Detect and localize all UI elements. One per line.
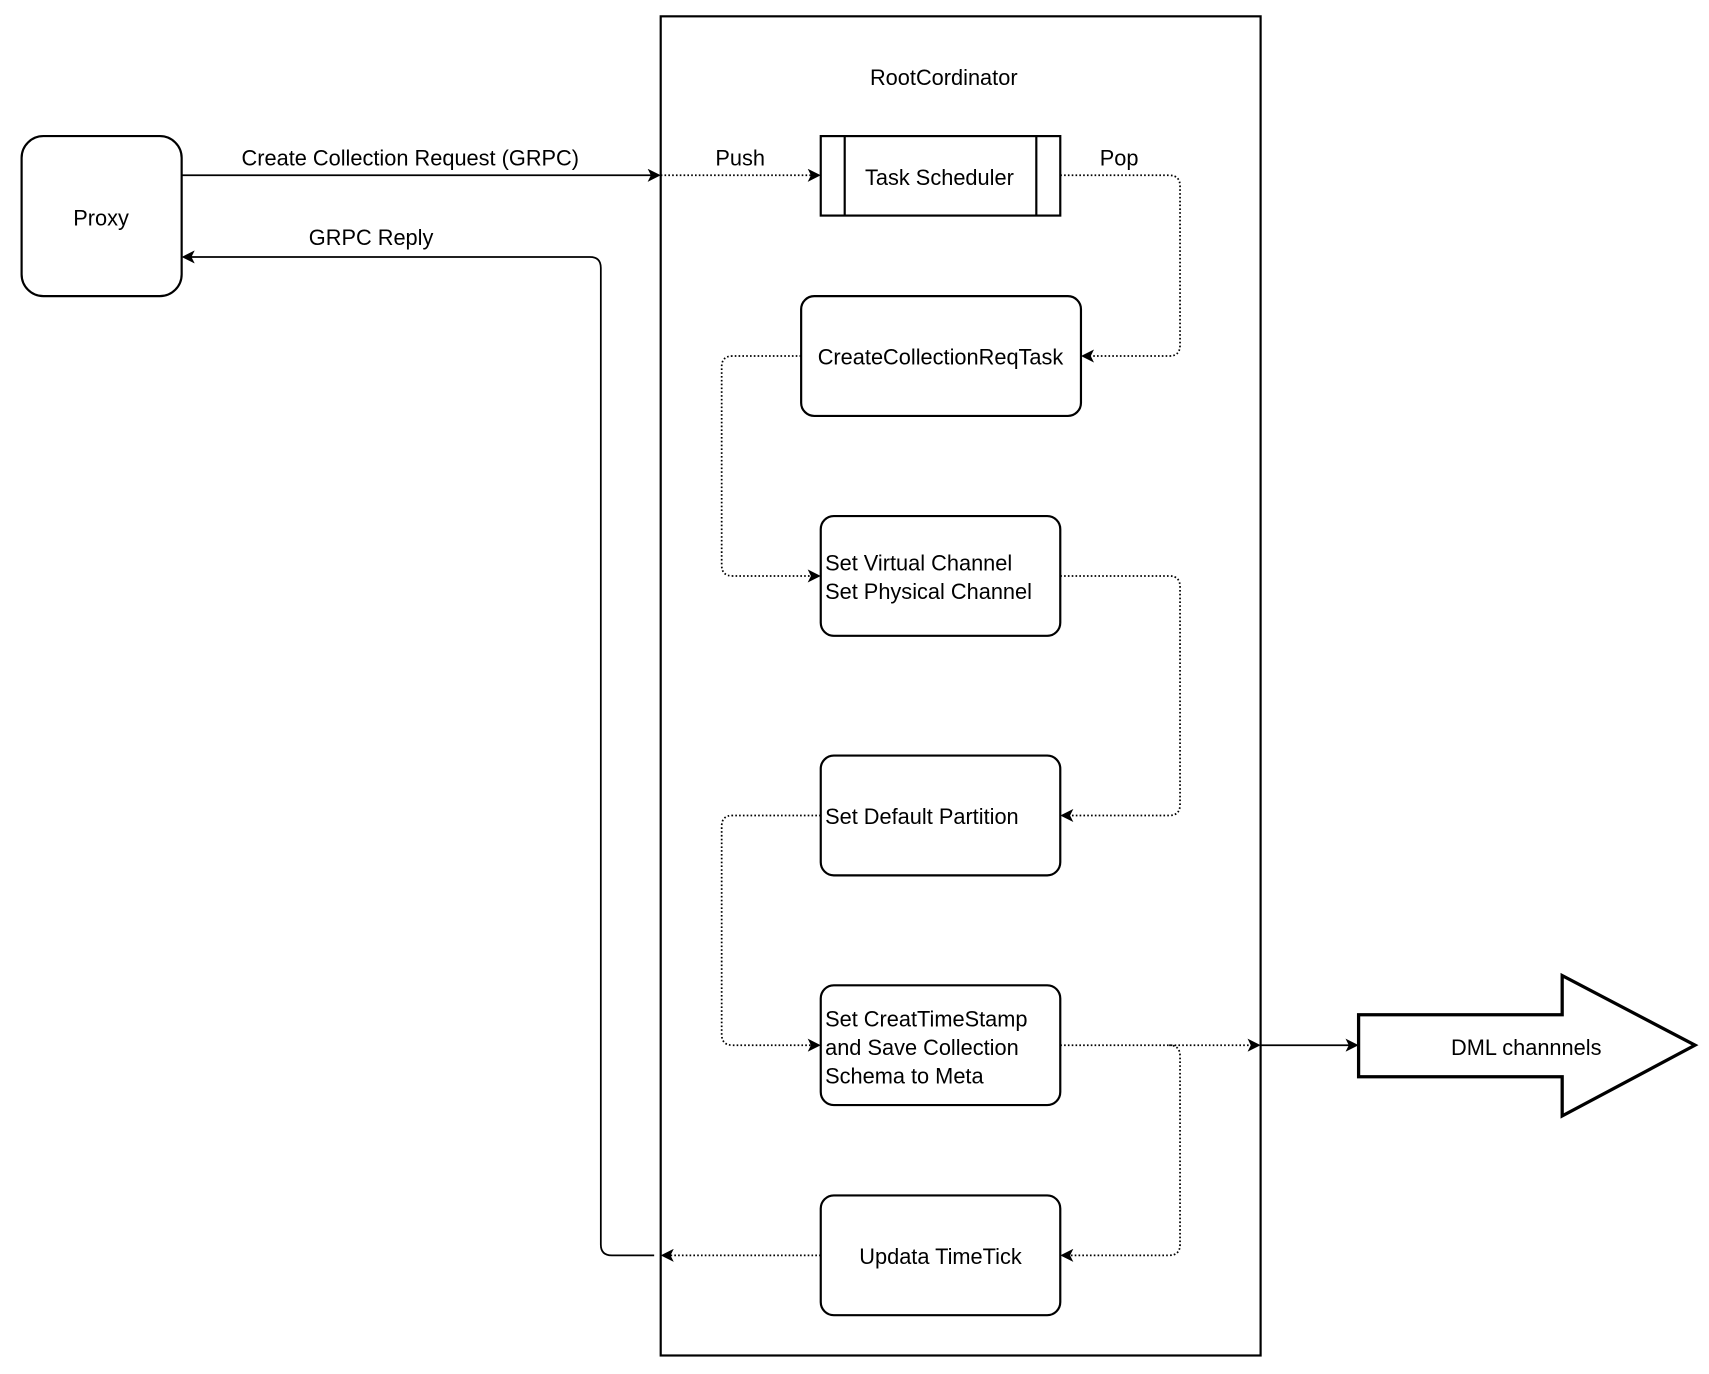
push-edge-label: Push (715, 145, 765, 170)
proxy-label: Proxy (73, 205, 129, 230)
set-partition-label: Set Default Partition (825, 804, 1019, 829)
create-collection-task-label: CreateCollectionReqTask (818, 345, 1064, 370)
set-timestamp-label-1: Set CreatTimeStamp (825, 1007, 1027, 1032)
update-timetick-label: Updata TimeTick (859, 1244, 1022, 1269)
pop-edge (1060, 174, 1181, 363)
request-edge-label: Create Collection Request (GRPC) (242, 145, 580, 170)
dml-channels-arrow-shape (1356, 972, 1699, 1119)
set-timestamp-label-3: Schema to Meta (825, 1063, 984, 1088)
edge-partition-to-timestamp (720, 814, 821, 1052)
dml-channels-label: DML channnels (1451, 1035, 1602, 1060)
edge-timestamp-to-timetick (1060, 1044, 1181, 1262)
root-coordinator-title: RootCordinator (870, 65, 1018, 90)
task-scheduler-label: Task Scheduler (865, 165, 1014, 190)
set-channel-label-2: Set Physical Channel (825, 579, 1032, 604)
set-timestamp-label-2: and Save Collection (825, 1035, 1019, 1060)
root-coordinator-container (659, 15, 1262, 1357)
set-channel-label-1: Set Virtual Channel (825, 551, 1012, 576)
reply-edge (181, 250, 655, 1257)
reply-edge-label: GRPC Reply (309, 225, 434, 250)
pop-edge-label: Pop (1100, 145, 1139, 170)
set-timestamp-node (819, 984, 1062, 1107)
edge-task-to-channel (720, 355, 821, 583)
task-scheduler-node (819, 135, 1062, 217)
set-channel-node (819, 514, 1062, 637)
proxy-node (20, 135, 183, 298)
